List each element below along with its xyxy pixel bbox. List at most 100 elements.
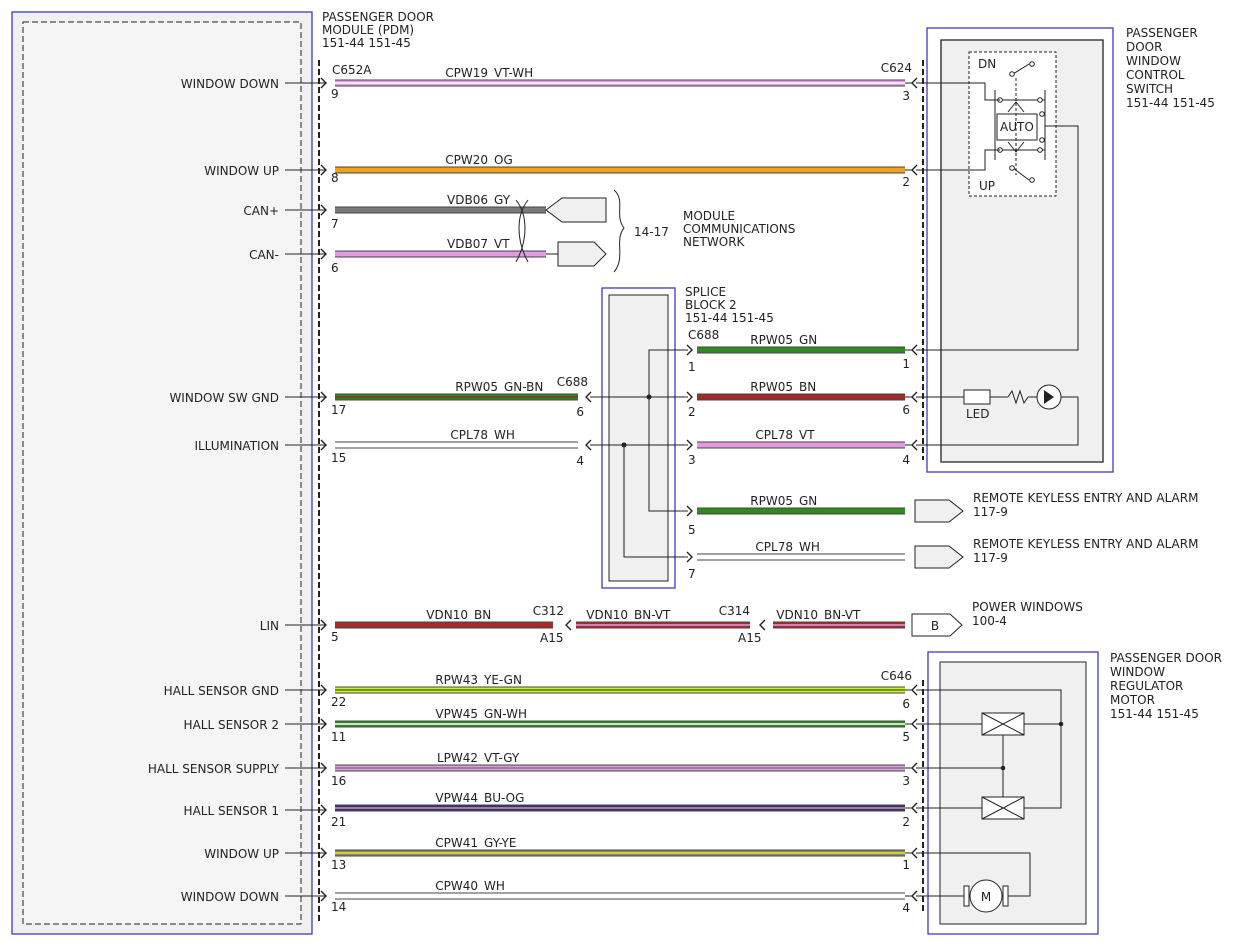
wire-circuit-label: CPW19: [445, 66, 488, 80]
pdm-pin-number: 7: [331, 217, 339, 231]
wire-color-label: BN-VT: [824, 608, 861, 622]
switch-title-line: DOOR: [1126, 40, 1162, 54]
switch-title-line: PASSENGER: [1126, 26, 1198, 40]
splice-title-line: SPLICE: [685, 285, 726, 299]
wire-rpw05: [335, 393, 578, 401]
switch-title-line: CONTROL: [1126, 68, 1185, 82]
wire-cpw20: [335, 166, 905, 174]
wire-circuit-label: CPL78: [755, 540, 793, 554]
connector-arrow: [686, 439, 693, 451]
can-plus-connector: [545, 197, 607, 223]
wire-cpl78: [697, 441, 905, 449]
wire-color-label: VT-WH: [494, 66, 533, 80]
power-windows-letter: B: [931, 619, 939, 633]
end-pin-number: 5: [902, 730, 910, 744]
pdm-pin-label: HALL SENSOR SUPPLY: [148, 762, 280, 776]
pdm-pin-number: 8: [331, 171, 339, 185]
splice-pin-number: 6: [576, 405, 584, 419]
pdm-pin-number: 17: [331, 403, 346, 417]
wire-color-label: BN: [799, 380, 816, 394]
wire-circuit-label: CPW41: [435, 836, 478, 850]
wire-vdn10: [576, 621, 750, 629]
wire-circuit-label: CPW40: [435, 879, 478, 893]
switch-contact-terminal: [1009, 71, 1015, 77]
switch-contact-terminal: [1029, 177, 1035, 183]
wire-rpw05: [697, 393, 905, 401]
pdm-title-line: PASSENGER DOOR: [322, 10, 434, 24]
end-pin-number: 1: [902, 858, 910, 872]
pdm-pin-number: 15: [331, 451, 346, 465]
connector-id: A15: [540, 631, 563, 645]
power-windows-label: POWER WINDOWS: [972, 600, 1083, 614]
wire-rpw05: [697, 346, 905, 354]
wire-color-label: BN-VT: [634, 608, 671, 622]
wire-color-label: OG: [494, 153, 513, 167]
pdm-title-line: 151-44 151-45: [322, 36, 411, 50]
network-ref: 14-17: [634, 225, 669, 239]
pdm-pin-label: WINDOW UP: [204, 847, 279, 861]
pdm-pin-number: 11: [331, 730, 346, 744]
pdm-title-line: MODULE (PDM): [322, 23, 414, 37]
wire-cpw41: [335, 849, 905, 857]
wire-cpw40: [335, 892, 905, 900]
wire-color-label: WH: [484, 879, 505, 893]
connector-id: C688: [557, 375, 588, 389]
connector-id: C314: [719, 604, 750, 618]
power-windows-connector: [911, 613, 963, 637]
pdm-pin-label: WINDOW SW GND: [169, 391, 279, 405]
switch-auto-contact-up: [1007, 101, 1025, 113]
pdm-pin-number: 6: [331, 261, 339, 275]
pdm-pin-label: LIN: [260, 619, 279, 633]
wire-circuit-label: VDN10: [426, 608, 468, 622]
pdm-pin-number: 14: [331, 900, 346, 914]
wire-color-label: VT-GY: [484, 751, 520, 765]
switch-contact-terminal: [1039, 137, 1045, 143]
wire-rpw43: [335, 686, 905, 694]
wire-vpw44: [335, 804, 905, 812]
hall-node: [1058, 721, 1064, 727]
motor-title-line: MOTOR: [1110, 693, 1155, 707]
switch-title-line: SWITCH: [1126, 82, 1173, 96]
motor-brush: [963, 885, 970, 907]
illum-return-wire: [916, 396, 1079, 446]
wire-color-label: GN: [799, 333, 817, 347]
wire-circuit-label: CPL78: [755, 428, 793, 442]
hall-gnd-bus: [916, 689, 1062, 809]
switch-title-line: WINDOW: [1126, 54, 1181, 68]
wire-circuit-label: CPW20: [445, 153, 488, 167]
wire-circuit-label: RPW05: [750, 333, 793, 347]
wire-circuit-label: VDB06: [447, 193, 488, 207]
rke-ref-2: 117-9: [973, 551, 1008, 565]
splice-title-line: BLOCK 2: [685, 298, 737, 312]
switch-contact-terminal: [1037, 147, 1043, 153]
switch-up-wire: [916, 149, 1000, 171]
connector-arrow: [320, 439, 327, 451]
connector-arrow: [686, 344, 693, 356]
pdm-pin-label: ILLUMINATION: [194, 439, 279, 453]
diode-symbol: [1044, 390, 1054, 404]
led-symbol: [963, 389, 991, 405]
wire-circuit-label: RPW05: [750, 380, 793, 394]
switch-title-line: 151-44 151-45: [1126, 96, 1215, 110]
pdm-pin-label: WINDOW UP: [204, 164, 279, 178]
end-pin-number: 6: [902, 697, 910, 711]
switch-contact-terminal: [1029, 61, 1035, 67]
connector-arrow: [320, 890, 327, 902]
switch-up-label: UP: [979, 179, 995, 193]
connector-arrow: [585, 391, 592, 403]
switch-contact-terminal: [1037, 97, 1043, 103]
wire-circuit-label: RPW05: [750, 494, 793, 508]
pdm-pin-label: WINDOW DOWN: [181, 77, 279, 91]
wire-circuit-label: VPW44: [435, 791, 478, 805]
pdm-pin-label: HALL SENSOR 2: [184, 718, 279, 732]
wire-color-label: BU-OG: [484, 791, 524, 805]
wire-circuit-label: VPW45: [435, 707, 478, 721]
pdm-pin-number: 13: [331, 858, 346, 872]
wire-rpw05: [697, 507, 905, 515]
connector-id: C624: [881, 61, 912, 75]
pdm-pin-label: CAN-: [249, 248, 279, 262]
splice-bus-wh: [623, 444, 688, 558]
network-label: NETWORK: [683, 235, 746, 249]
wire-circuit-label: VDN10: [776, 608, 818, 622]
